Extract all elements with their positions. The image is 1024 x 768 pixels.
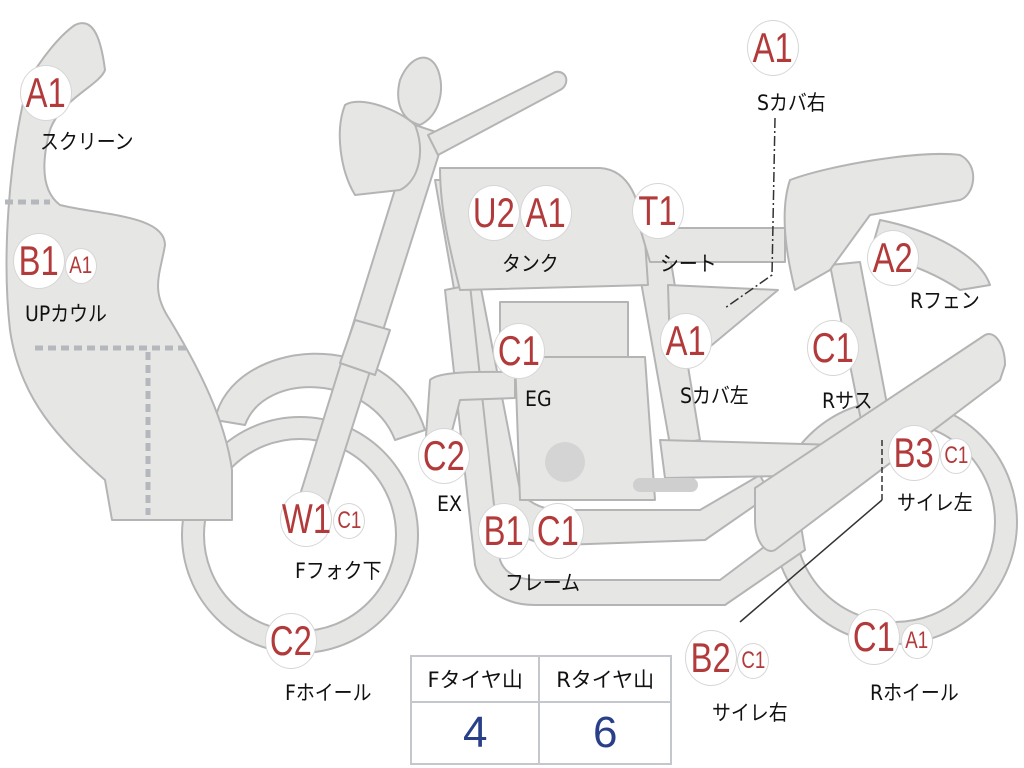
grade-badge-small: A1 xyxy=(901,623,933,659)
grade-badge-small: C1 xyxy=(940,438,972,474)
headlight xyxy=(338,100,421,196)
part-label-upper-cowl: UPカウル xyxy=(25,302,107,326)
part-label-rear-wheel: Rホイール xyxy=(870,681,959,705)
part-label-screen: スクリーン xyxy=(40,130,134,154)
part-label-side-cover-left: Sカバ左 xyxy=(680,384,749,408)
grade-badge: A1 xyxy=(20,65,72,121)
grade-badge-small: A1 xyxy=(65,248,97,284)
part-label-seat: シート xyxy=(660,252,717,276)
seat xyxy=(639,227,786,263)
tire-tread-table: Fタイヤ山 Rタイヤ山 4 6 xyxy=(409,655,672,765)
grade-badge: B1 xyxy=(13,233,65,289)
part-label-engine: EG xyxy=(525,387,552,411)
grade-badge: C1 xyxy=(493,323,545,379)
tail-cowl xyxy=(783,153,975,291)
grade-badge: B2 xyxy=(685,630,737,686)
grade-badge: C1 xyxy=(532,503,584,559)
part-label-front-fork-lower: Fフォク下 xyxy=(295,559,382,583)
grade-badge: C2 xyxy=(265,613,317,669)
front-fender xyxy=(214,352,426,441)
engine xyxy=(514,356,656,501)
grade-badge: U2 xyxy=(468,185,520,241)
part-label-front-wheel: Fホイール xyxy=(285,681,372,705)
grade-badge: A2 xyxy=(867,230,919,286)
part-label-muffler-right: サイレ右 xyxy=(712,701,788,725)
grade-badge: A1 xyxy=(520,185,572,241)
part-label-rear-suspension: Rサス xyxy=(822,389,873,413)
grade-badge: B3 xyxy=(888,425,940,481)
handlebar xyxy=(427,70,568,156)
grade-badge: T1 xyxy=(632,183,684,239)
front-tire-header: Fタイヤ山 xyxy=(409,655,541,703)
rear-tire-value: 6 xyxy=(538,701,672,765)
grade-badge: A1 xyxy=(747,20,799,76)
grade-badge: B1 xyxy=(478,503,530,559)
grade-badge-small: C1 xyxy=(737,643,769,679)
part-label-rear-fender: Rフェン xyxy=(910,289,980,313)
front-tire-value: 4 xyxy=(409,701,541,765)
cowl xyxy=(5,22,233,521)
part-label-frame: フレーム xyxy=(505,571,581,595)
grade-badge: A1 xyxy=(660,313,712,369)
rear-tire-header: Rタイヤ山 xyxy=(538,655,672,703)
muffler xyxy=(754,333,1006,552)
grade-badge: C1 xyxy=(848,609,900,665)
part-label-exhaust: EX xyxy=(437,492,462,516)
grade-badge: C1 xyxy=(807,320,859,376)
grade-badge: C2 xyxy=(418,428,470,484)
grade-badge-small: C1 xyxy=(333,503,365,539)
grade-badge: W1 xyxy=(280,491,332,547)
part-label-muffler-left: サイレ左 xyxy=(897,491,973,515)
part-label-tank: タンク xyxy=(502,252,559,276)
part-label-side-cover-right: Sカバ右 xyxy=(757,91,826,115)
